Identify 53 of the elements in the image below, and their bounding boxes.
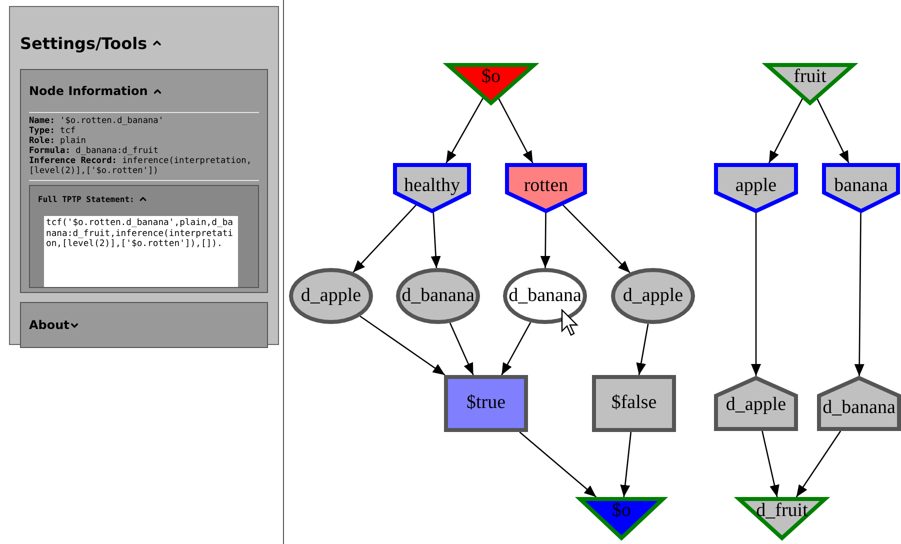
- pentagon-node: [822, 163, 900, 213]
- arrow: [620, 432, 632, 498]
- node-label: d_apple: [622, 285, 684, 307]
- arrow: [762, 430, 780, 498]
- panel-heading: Settings/Tools: [20, 34, 148, 52]
- triangle-node: [578, 497, 665, 540]
- arrow: [540, 212, 550, 268]
- arrow: [501, 322, 532, 376]
- arrow: [352, 204, 417, 273]
- info-line: Formula: d_banana:d_fruit: [29, 146, 160, 156]
- arrow: [854, 212, 864, 376]
- info-line: Role: plain: [29, 136, 87, 146]
- node-label: healthy: [403, 175, 461, 197]
- panel-heading: Node Information: [29, 84, 148, 98]
- arrow: [816, 98, 850, 164]
- node-label: d_apple: [300, 285, 362, 307]
- arrow: [446, 97, 484, 164]
- pentagon-node: [714, 163, 798, 213]
- node-label: $o: [611, 500, 632, 522]
- node-label: d_banana: [400, 285, 476, 307]
- text-area-field: tcf('$o.rotten.d_banana',plain,d_banana:d_fruit,inference(interpretation,[level(2)],['$o.rotten']),[]).: [44, 216, 238, 287]
- arrow: [430, 212, 441, 268]
- node-label: $false: [610, 392, 658, 414]
- node-label: banana: [833, 175, 889, 197]
- node-label: d_apple: [724, 394, 788, 416]
- node-label: d_fruit: [755, 500, 809, 522]
- process-box: [444, 375, 528, 432]
- process-box: [592, 375, 676, 432]
- node-label: d_banana: [822, 397, 896, 419]
- panel-heading: About: [29, 318, 70, 332]
- node-label: $true: [465, 392, 507, 414]
- arrow: [751, 213, 761, 376]
- arrow: [562, 204, 630, 274]
- arrow: [360, 316, 446, 376]
- node-label: apple: [734, 175, 778, 197]
- info-line: Type: tcf: [29, 126, 77, 136]
- node-label: d_banana: [508, 285, 582, 307]
- info-line: Name: '$o.rotten.d_banana': [29, 116, 165, 126]
- house-node: [714, 376, 798, 431]
- arrow: [796, 430, 842, 498]
- panel-heading: Full TPTP Statement:: [38, 194, 134, 204]
- house-node: [817, 376, 901, 431]
- pentagon-node: [393, 163, 471, 213]
- arrow: [636, 324, 649, 376]
- arrow: [449, 322, 474, 376]
- node-label: $o: [480, 66, 502, 88]
- info-line: Inference Record: inference(interpretation, [level(2)],['$o.rotten']): [29, 156, 252, 176]
- arrow: [498, 98, 534, 164]
- arrow: [768, 98, 804, 164]
- arrow: [519, 432, 597, 498]
- node-label: rotten: [522, 175, 570, 197]
- pentagon-node: [505, 163, 587, 213]
- node-label: fruit: [792, 66, 828, 88]
